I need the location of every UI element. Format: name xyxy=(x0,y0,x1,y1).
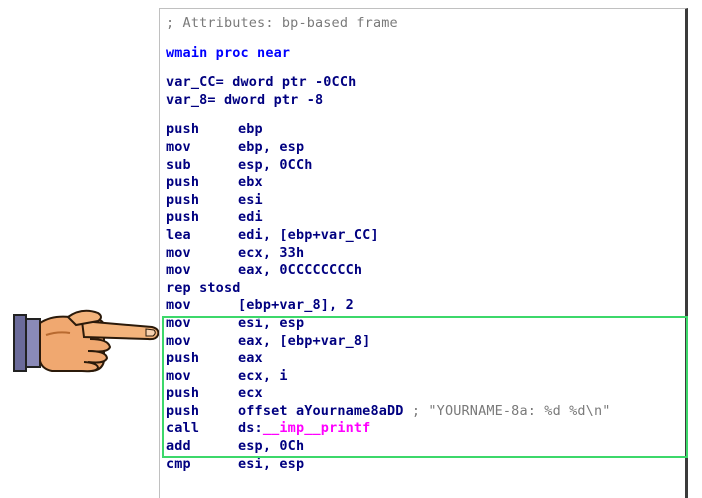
operands: esi, esp xyxy=(238,455,305,472)
mnemonic: push xyxy=(166,209,200,226)
instruction-line[interactable]: mov ecx, i xyxy=(166,368,685,386)
instruction-line[interactable]: mov [ebp+var_8], 2 xyxy=(166,297,685,315)
mnemonic: push xyxy=(166,402,200,419)
operands: eax, 0CCCCCCCCh xyxy=(238,262,363,279)
operands: ebp xyxy=(238,121,263,138)
operands: eax, [ebp+var_8] xyxy=(238,332,371,349)
instruction-line[interactable]: push offset aYourname8aDD ; "YOURNAME-8a:… xyxy=(166,403,685,421)
var-declaration[interactable]: var_CC= dword ptr -0CCh xyxy=(166,74,357,91)
operand-prefix: ds: xyxy=(238,420,263,437)
mnemonic: mov xyxy=(166,367,191,384)
mnemonic: mov xyxy=(166,314,191,331)
mnemonic: call xyxy=(166,420,200,437)
instruction-line[interactable]: mov esi, esp xyxy=(166,315,685,333)
instruction-line[interactable]: push esi xyxy=(166,192,685,210)
disassembly-listing: ; Attributes: bp-based frame wmain proc … xyxy=(166,15,685,473)
instruction-line[interactable]: mov eax, 0CCCCCCCCh xyxy=(166,262,685,280)
operands: edi xyxy=(238,209,263,226)
operands: esp, 0Ch xyxy=(238,438,305,455)
operands: edi, [ebp+var_CC] xyxy=(238,226,379,243)
instruction-line[interactable]: mov ebp, esp xyxy=(166,139,685,157)
instruction-line[interactable]: mov eax, [ebp+var_8] xyxy=(166,333,685,351)
operands: ebp, esp xyxy=(238,138,305,155)
operands: esi xyxy=(238,191,263,208)
mnemonic: cmp xyxy=(166,455,191,472)
instruction-line[interactable]: push ebp xyxy=(166,121,685,139)
instruction-line[interactable]: sub esp, 0CCh xyxy=(166,157,685,175)
instruction-line[interactable]: push ebx xyxy=(166,174,685,192)
instruction-line[interactable]: rep stosd xyxy=(166,280,685,298)
var-declaration[interactable]: var_8= dword ptr -8 xyxy=(166,91,324,108)
pointing-hand-icon xyxy=(13,309,160,373)
mnemonic: mov xyxy=(166,262,191,279)
mnemonic: mov xyxy=(166,244,191,261)
instruction-line[interactable]: add esp, 0Ch xyxy=(166,438,685,456)
instruction-line[interactable]: push eax xyxy=(166,350,685,368)
operands: ecx, i xyxy=(238,367,288,384)
mnemonic: push xyxy=(166,174,200,191)
mnemonic: push xyxy=(166,191,200,208)
mnemonic: mov xyxy=(166,332,191,349)
proc-declaration[interactable]: wmain proc near xyxy=(166,44,291,61)
operands: esi, esp xyxy=(238,314,305,331)
mnemonic: push xyxy=(166,385,200,402)
mnemonic: add xyxy=(166,438,191,455)
disassembly-panel: ; Attributes: bp-based frame wmain proc … xyxy=(159,8,688,498)
string-comment: ; "YOURNAME-8a: %d %d\n" xyxy=(411,402,611,419)
mnemonic: push xyxy=(166,350,200,367)
instruction-line[interactable]: cmp esi, esp xyxy=(166,456,685,474)
instruction-line[interactable]: call ds:__imp__printf xyxy=(166,420,685,438)
attributes-comment: ; Attributes: bp-based frame xyxy=(166,15,398,31)
operands: ecx, 33h xyxy=(238,244,305,261)
mnemonic: lea xyxy=(166,226,191,243)
imported-function[interactable]: __imp__printf xyxy=(262,420,371,437)
instruction-line[interactable]: lea edi, [ebp+var_CC] xyxy=(166,227,685,245)
mnemonic: sub xyxy=(166,156,191,173)
mnemonic: mov xyxy=(166,138,191,155)
operands: eax xyxy=(238,350,263,367)
operands: [ebp+var_8], 2 xyxy=(238,297,354,314)
instruction-line[interactable]: push ecx xyxy=(166,385,685,403)
operands: offset aYourname8aDD xyxy=(238,402,404,419)
mnemonic: mov xyxy=(166,297,191,314)
operands: ecx xyxy=(238,385,263,402)
operands: ebx xyxy=(238,174,263,191)
operands: esp, 0CCh xyxy=(238,156,313,173)
instruction-line[interactable]: push edi xyxy=(166,209,685,227)
mnemonic: rep stosd xyxy=(166,279,241,296)
instruction-line[interactable]: mov ecx, 33h xyxy=(166,245,685,263)
mnemonic: push xyxy=(166,121,200,138)
